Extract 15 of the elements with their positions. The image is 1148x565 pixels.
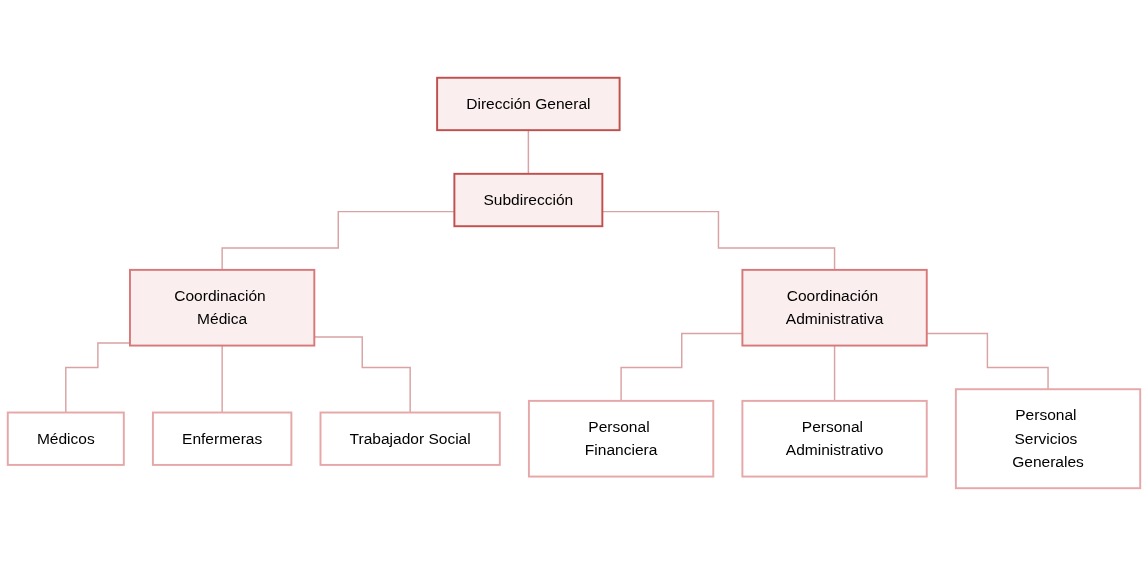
connector [65, 341, 131, 413]
node-box: Personal Administrativo [741, 399, 928, 478]
node-box: Personal Servicios Generales [954, 387, 1142, 489]
connector [833, 344, 836, 402]
connector [926, 332, 1049, 390]
node-box: Coordinación Médica [129, 268, 316, 347]
node-box: Subdirección [453, 172, 604, 227]
node-box: Dirección General [436, 76, 621, 131]
connector [527, 128, 530, 175]
node-box: Médicos [6, 411, 125, 466]
node-box: Enfermeras [151, 411, 293, 466]
node-box: Coordinación Administrativa [741, 268, 928, 347]
node-box: Personal Financiera [527, 399, 715, 478]
connector [221, 344, 223, 413]
node-box: Trabajador Social [319, 411, 501, 466]
